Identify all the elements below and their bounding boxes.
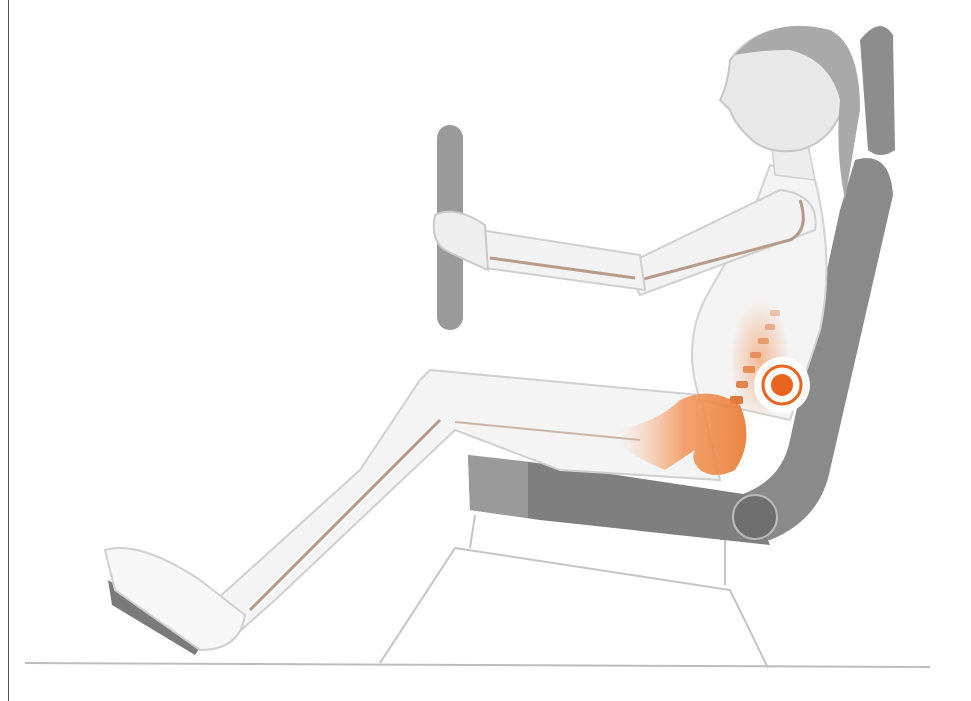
leg-seam (250, 420, 440, 610)
lumbar-support-indicator (754, 357, 810, 413)
headrest (860, 26, 895, 155)
seat-cushion-front (468, 455, 528, 518)
ground-line (25, 663, 930, 667)
seat-recline-knob (733, 495, 777, 539)
